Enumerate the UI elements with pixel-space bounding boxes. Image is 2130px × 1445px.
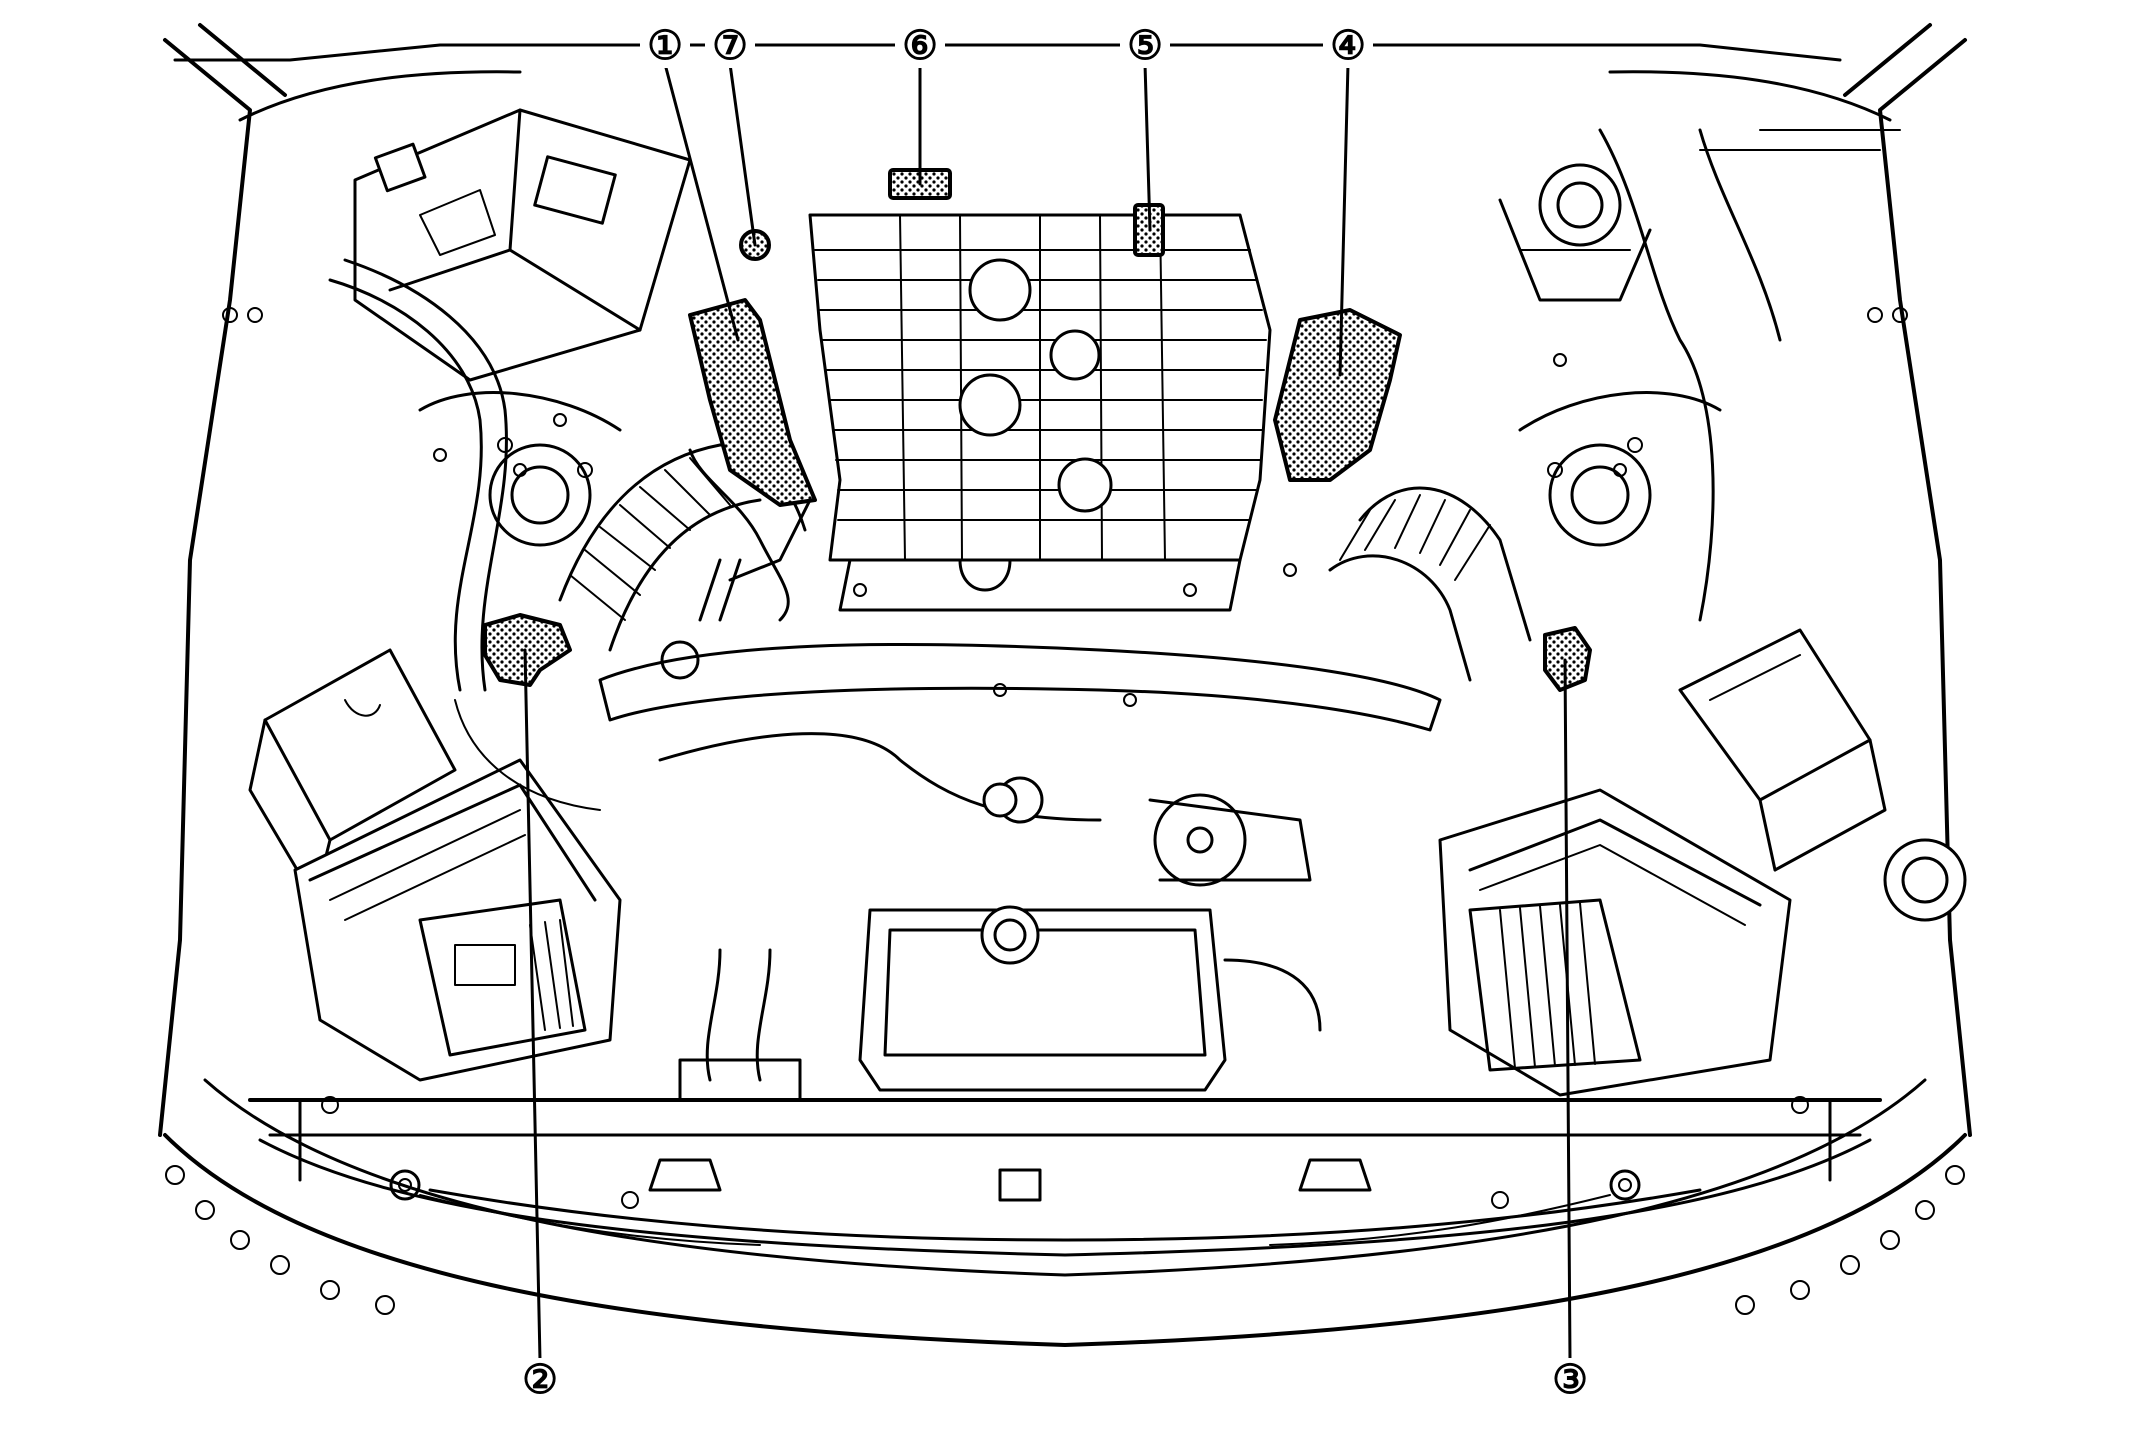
leader-5 [1143, 62, 1152, 232]
harness-left [328, 258, 601, 811]
callout-label-5: ⑤ [1127, 24, 1163, 68]
leader-4 [1338, 62, 1350, 377]
intake-pipes [598, 428, 1442, 732]
engine-cover [808, 213, 1272, 612]
bolts [321, 353, 1809, 1209]
strut-tower-left [418, 391, 622, 547]
reservoir-right [1883, 838, 1967, 922]
callout-label-2: ② [522, 1358, 558, 1402]
leader-2 [523, 648, 542, 1362]
callout-2: ② [515, 1358, 565, 1402]
radiator-support [248, 1098, 1882, 1246]
callout-3: ③ [1545, 1358, 1595, 1402]
intake-duct-right [1328, 486, 1532, 682]
component-3 [1543, 626, 1592, 692]
fuse-box-right [1678, 628, 1887, 872]
callout-label-1: ① [647, 24, 683, 68]
component-1 [688, 298, 817, 507]
component-2 [483, 613, 572, 687]
battery-area [353, 108, 692, 382]
leader-lines [523, 62, 1572, 1362]
strut-tower-right [1518, 391, 1722, 547]
lower-engine [658, 732, 1312, 1102]
air-cleaner-left [293, 758, 622, 1082]
brake-reservoir [1498, 163, 1652, 302]
callout-4: ④ [1323, 24, 1373, 68]
callouts: ① ⑦ ⑥ ⑤ ④ ② ③ [515, 24, 1595, 1402]
coolant-reservoir [858, 905, 1322, 1092]
callout-label-6: ⑥ [902, 24, 938, 68]
callout-5: ⑤ [1120, 24, 1170, 68]
air-cleaner-right [1438, 788, 1792, 1097]
callout-label-7: ⑦ [712, 24, 748, 68]
callout-6: ⑥ [895, 24, 945, 68]
bumper-holes [165, 307, 1965, 1315]
harness-right [1598, 128, 1901, 622]
component-4 [1273, 308, 1402, 482]
leader-7 [728, 62, 757, 247]
callout-1: ① [640, 24, 690, 68]
fuse-box-left [248, 648, 457, 902]
leader-1 [663, 62, 740, 342]
body-outline [158, 23, 1972, 1347]
callout-label-4: ④ [1330, 24, 1366, 68]
callout-label-3: ③ [1552, 1358, 1588, 1402]
radiator-cap [982, 782, 1018, 818]
highlighted-components [483, 168, 1592, 692]
callout-7: ⑦ [705, 24, 755, 68]
leader-3 [1563, 658, 1572, 1362]
